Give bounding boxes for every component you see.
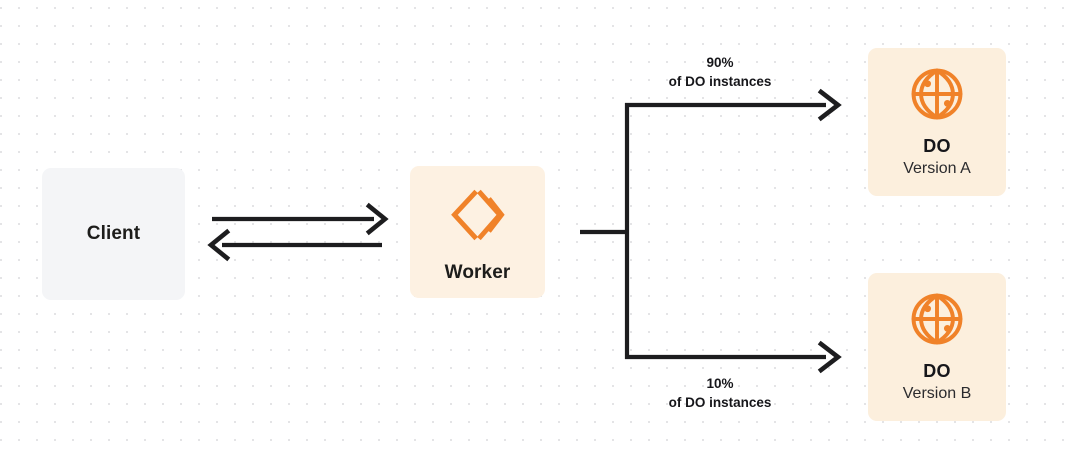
node-do-a-version: Version A xyxy=(903,160,971,177)
edge-label-do-a: 90% of DO instances xyxy=(620,53,820,91)
node-do-a-label: DO xyxy=(923,136,951,156)
edge-worker-to-client xyxy=(207,228,382,262)
edge-worker-to-do-b xyxy=(625,340,842,374)
edge-label-do-b: 10% of DO instances xyxy=(620,374,820,412)
node-do-version-a[interactable]: DO Version A xyxy=(868,48,1006,196)
node-client[interactable]: Client xyxy=(42,168,185,300)
node-worker-label: Worker xyxy=(444,262,511,283)
edge-label-do-b-percent: 10% xyxy=(706,376,734,391)
edge-worker-to-do-a xyxy=(625,88,842,122)
node-worker[interactable]: Worker xyxy=(410,166,545,298)
globe-icon xyxy=(907,64,967,124)
globe-icon xyxy=(907,289,967,349)
cloudflare-workers-icon xyxy=(449,186,507,244)
edge-label-do-b-description: of DO instances xyxy=(668,395,772,410)
node-client-label: Client xyxy=(86,223,141,244)
node-do-version-b[interactable]: DO Version B xyxy=(868,273,1006,421)
edge-client-to-worker xyxy=(212,202,389,236)
edge-label-do-a-description: of DO instances xyxy=(668,74,772,89)
edge-label-do-a-percent: 90% xyxy=(706,55,734,70)
node-do-b-version: Version B xyxy=(902,385,972,402)
node-do-b-label: DO xyxy=(923,361,951,381)
